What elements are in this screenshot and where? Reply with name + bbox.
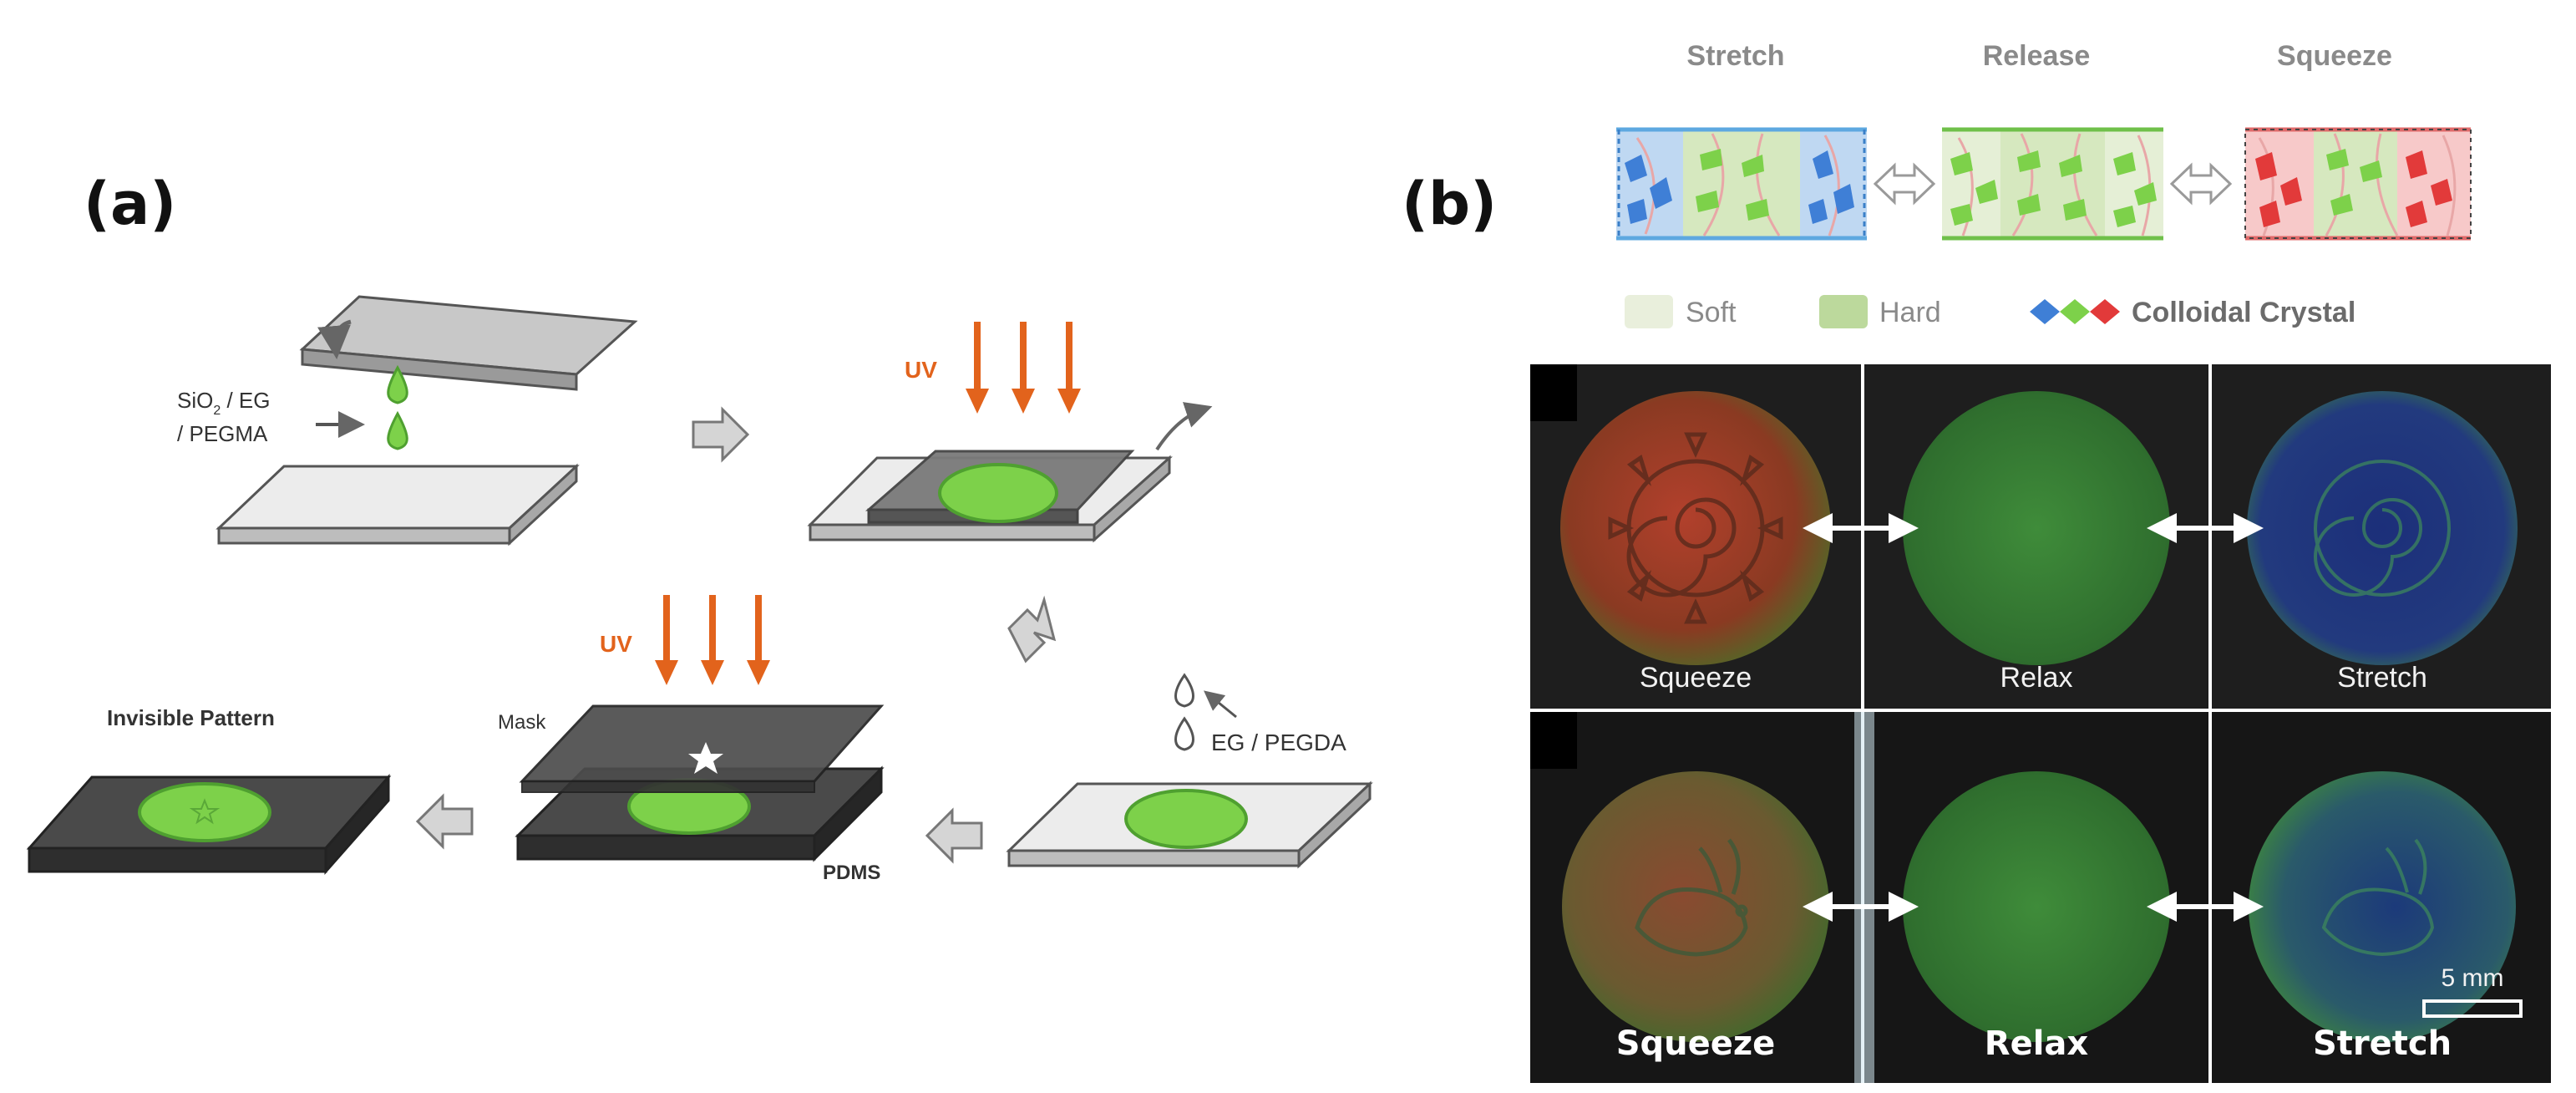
legend-swatch-hard — [1819, 295, 1868, 328]
bottom-glass-slide-side — [1297, 780, 1372, 869]
panel-a: (a) SiO2 / EG / PEGMA UV — [26, 170, 1373, 884]
process-arrow-right — [692, 406, 750, 463]
pdms-plate-side — [813, 765, 883, 862]
crystal-red-icon — [2090, 299, 2120, 324]
photo-label-relax: Relax — [2000, 662, 2073, 694]
uv-arrows — [655, 595, 770, 685]
uv-arrows — [966, 322, 1081, 414]
double-arrow-icon — [2169, 162, 2233, 206]
colloid-film — [1124, 789, 1248, 849]
photo-label-stretch: Stretch — [2313, 1024, 2452, 1063]
sample-disc-red — [1562, 771, 1829, 1042]
colloid-film — [138, 782, 271, 842]
invisible-pattern-label: Invisible Pattern — [107, 705, 275, 730]
crystal-green-icon — [2060, 299, 2090, 324]
scale-bar-label: 5 mm — [2442, 964, 2504, 992]
rabbit-pattern — [2321, 838, 2435, 957]
reagent-arrow — [1204, 690, 1237, 719]
schematic-stretch — [1616, 127, 1867, 241]
state-label-squeeze: Squeeze — [2277, 40, 2392, 72]
reagent-label-pegma: / PEGMA — [177, 421, 268, 446]
glare-strip — [1854, 712, 1874, 1083]
sun-pattern — [1608, 432, 1783, 624]
uv-label: UV — [600, 631, 632, 657]
crystal-blue-icon — [2030, 299, 2060, 324]
schematic-squeeze — [2244, 127, 2472, 241]
droplet-icon — [387, 364, 408, 404]
legend: Soft Hard Colloidal Crystal — [1625, 295, 2355, 328]
reagent-label-sio2: SiO2 / EG — [177, 388, 271, 418]
step1-assembly: SiO2 / EG / PEGMA — [177, 295, 638, 546]
photo-label-relax: Relax — [1985, 1024, 2089, 1063]
bottom-glass-slide-edge — [1007, 849, 1301, 867]
star-pattern-icon — [688, 742, 723, 774]
pdms-label: PDMS — [823, 862, 880, 884]
top-glass-slide-edge — [301, 348, 578, 391]
process-arrow-down — [1007, 595, 1057, 663]
bottom-glass-slide-edge — [809, 523, 1096, 541]
pdms-plate-side — [324, 774, 390, 875]
legend-swatch-soft — [1625, 295, 1673, 328]
panel-b-label: (b) — [1402, 170, 1497, 238]
step4-assembly: UV Mask PDMS — [498, 595, 885, 884]
photo-label-squeeze: Squeeze — [1616, 1024, 1776, 1063]
photo-label-stretch: Stretch — [2337, 662, 2427, 694]
rabbit-pattern — [1635, 838, 1748, 957]
legend-label-soft: Soft — [1686, 297, 1737, 328]
bottom-glass-slide-side — [508, 463, 578, 546]
sample-disc-green — [1903, 771, 2170, 1042]
reagent-label-pegda: EG / PEGDA — [1211, 730, 1346, 755]
process-arrow-left — [415, 793, 474, 850]
droplet-icon — [1174, 673, 1194, 708]
uv-label: UV — [905, 357, 937, 383]
panel-b: (b) Stretch Release Squeeze — [1402, 40, 2554, 1086]
panel-a-label: (a) — [84, 170, 176, 238]
mask-label: Mask — [498, 711, 546, 734]
sample-disc-blue — [2247, 391, 2518, 665]
step2-assembly: UV — [807, 322, 1213, 543]
pdms-plate-edge — [28, 846, 327, 873]
step3-assembly: EG / PEGDA — [1006, 673, 1373, 869]
droplet-icon — [387, 410, 408, 450]
sample-disc-red — [1560, 391, 1831, 665]
legend-label-crystal: Colloidal Crystal — [2132, 297, 2355, 328]
photo-corner-mark — [1530, 712, 1577, 769]
double-arrow-icon — [1873, 162, 1936, 206]
sample-disc-blue — [2249, 771, 2516, 1042]
sun-pattern — [2314, 460, 2451, 597]
scale-bar — [2422, 999, 2523, 1018]
colloid-film — [938, 463, 1058, 523]
state-label-stretch: Stretch — [1686, 40, 1784, 72]
legend-label-hard: Hard — [1879, 297, 1941, 328]
photo-corner-mark — [1530, 364, 1577, 421]
droplet-icon — [1174, 716, 1194, 751]
lift-arrow — [1155, 402, 1213, 451]
sample-disc-green — [1903, 391, 2170, 665]
process-arrow-left — [925, 807, 983, 864]
photomask-edge — [521, 780, 815, 793]
photo-label-squeeze: Squeeze — [1640, 662, 1752, 694]
schematic-release — [1942, 127, 2163, 241]
step5-assembly: Invisible Pattern — [26, 705, 392, 875]
bottom-glass-slide-side — [1093, 455, 1171, 543]
bottom-glass-slide-edge — [217, 526, 511, 545]
state-label-release: Release — [1983, 40, 2091, 72]
pdms-plate-edge — [516, 834, 816, 861]
hidden-star-icon — [189, 798, 221, 825]
lower-slide-arrow — [317, 319, 352, 359]
photo-grid: Squeeze Relax Stretch Squee — [1527, 361, 2554, 1086]
